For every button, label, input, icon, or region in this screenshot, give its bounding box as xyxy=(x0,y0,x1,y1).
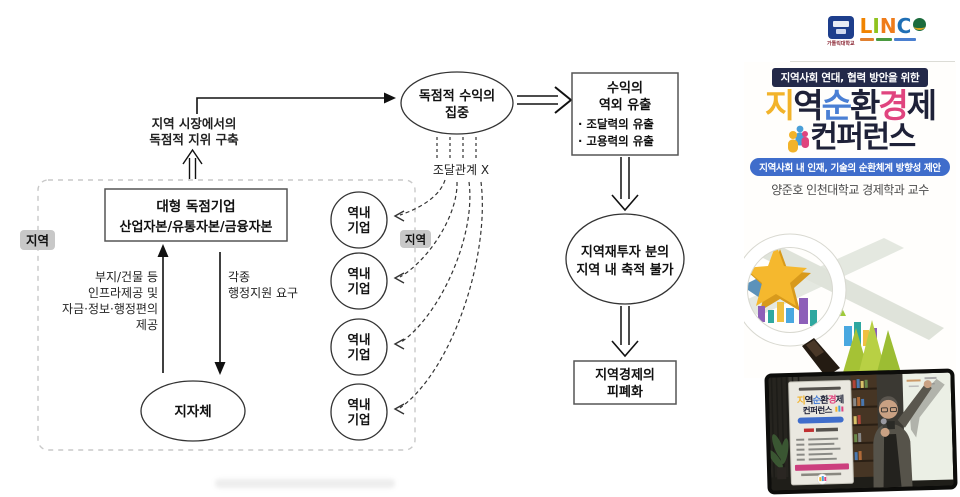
profit-outflow-box: 수익의 역외 유출 · 조달력의 유출 · 고용력의 유출 xyxy=(571,72,679,156)
double-arrow-reinvest-to-decline xyxy=(611,306,639,358)
watermark-smudge xyxy=(215,479,395,488)
raised-arm xyxy=(897,383,932,428)
poster-conference-word: 컨퍼런스 xyxy=(810,119,916,155)
hair xyxy=(878,396,898,407)
infra-provision-label: 부지/건물 등 인프라제공 및 자금·정보·행정편의 제공 xyxy=(62,270,158,332)
university-name: 가톨릭대학교 xyxy=(827,41,855,47)
magnifier-icon xyxy=(744,233,847,377)
svg-text:대형 독점기업: 대형 독점기업 xyxy=(156,198,235,215)
svg-text:집중: 집중 xyxy=(445,106,469,121)
svg-text:자금·정보·행정편의: 자금·정보·행정편의 xyxy=(62,301,158,316)
arrow-market-to-profit xyxy=(196,92,396,114)
svg-text:산업자본/유통자본/금융자본: 산업자본/유통자본/금융자본 xyxy=(119,219,272,235)
svg-text:부지/건물 등: 부지/건물 등 xyxy=(95,270,158,284)
svg-text:지역순환경제: 지역순환경제 xyxy=(797,393,844,406)
books xyxy=(852,379,868,461)
linc-logo: 가톨릭대학교 LINC xyxy=(827,16,957,50)
linc-subtext-bars xyxy=(859,38,927,41)
svg-text:역내: 역내 xyxy=(347,332,370,347)
poster-illustration xyxy=(744,233,944,377)
svg-text:역내: 역내 xyxy=(347,205,370,220)
linc-wordmark: LINC xyxy=(859,14,912,38)
region-badge-left: 지역 xyxy=(20,230,55,250)
presenter xyxy=(873,380,932,488)
reinvest-impossible-ellipse: 지역재투자 분의 지역 내 축적 불가 xyxy=(565,213,685,305)
poster-speaker: 양준호 인천대학교 경제학과 교수 xyxy=(771,182,929,197)
local-firm-circle-1: 역내 기업 xyxy=(330,191,388,249)
banner-schedule-lines xyxy=(796,437,841,461)
banner-emblem xyxy=(816,473,828,485)
local-firm-circle-4: 역내 기업 xyxy=(330,383,388,441)
poster-title: 지역순환경제 xyxy=(764,86,937,125)
double-arrow-outflow-to-reinvest xyxy=(611,157,639,212)
svg-text:· 조달력의 유출: · 조달력의 유출 xyxy=(578,117,654,131)
regional-economy-diagram: 지역 대형 독점기업 산업자본/유통자본/금융자본 지역 시장에서의 독점적 지… xyxy=(20,71,685,451)
svg-text:역외 유출: 역외 유출 xyxy=(599,97,651,113)
mountains-shape xyxy=(842,320,902,376)
svg-text:기업: 기업 xyxy=(347,347,370,362)
procurement-dashed-lines xyxy=(436,137,477,160)
glasses xyxy=(880,407,897,413)
arrow-municipality-up xyxy=(157,244,169,373)
local-firm-circle-2: 역내 기업 xyxy=(330,252,388,310)
profit-concentration-ellipse: 독점적 수익의 집중 xyxy=(400,71,514,135)
head xyxy=(878,399,898,419)
svg-text:역내: 역내 xyxy=(347,266,370,281)
poster-top-banner: 지역사회 연대, 협력 방안을 위한 xyxy=(771,68,929,87)
double-arrow-up xyxy=(182,148,203,179)
star-shape xyxy=(745,244,811,311)
standee-banner: 지역순환경제 컨퍼런스 xyxy=(788,379,854,486)
svg-text:제공: 제공 xyxy=(136,318,158,332)
svg-text:지역 시장에서의: 지역 시장에서의 xyxy=(152,116,237,131)
svg-text:지역: 지역 xyxy=(26,233,49,248)
svg-text:각종: 각종 xyxy=(228,270,250,284)
mic-hand xyxy=(880,427,890,437)
svg-text:지자체: 지자체 xyxy=(174,404,211,420)
globe-icon xyxy=(913,17,927,31)
svg-text:수익의: 수익의 xyxy=(607,80,643,96)
svg-text:피폐화: 피폐화 xyxy=(607,384,643,400)
svg-text:행정지원 요구: 행정지원 요구 xyxy=(228,285,298,300)
double-arrow-profit-to-outflow xyxy=(517,86,573,114)
raised-hand xyxy=(923,380,932,389)
municipality-ellipse: 지자체 xyxy=(140,380,246,442)
monopoly-company-box: 대형 독점기업 산업자본/유통자본/금융자본 xyxy=(104,188,288,242)
svg-text:역내: 역내 xyxy=(347,397,370,412)
turtleneck xyxy=(883,434,902,488)
poster-top-divider xyxy=(790,61,955,62)
svg-text:독점적 지위 구축: 독점적 지위 구축 xyxy=(149,132,239,147)
arm-shadow xyxy=(909,378,945,438)
conference-poster: 지역사회 연대, 협력 방안을 위한 지역순환경제 컨퍼런스 지역사회 내 인재… xyxy=(744,62,956,378)
svg-text:지역 내 축적 불가: 지역 내 축적 불가 xyxy=(576,262,673,278)
market-position-label: 지역 시장에서의 독점적 지위 구축 xyxy=(149,116,239,147)
svg-text:· 고용력의 유출: · 고용력의 유출 xyxy=(578,134,654,148)
svg-text:기업: 기업 xyxy=(347,220,370,235)
university-emblem-icon xyxy=(827,16,854,39)
local-firm-circle-3: 역내 기업 xyxy=(330,318,388,376)
procurement-cut-arrows xyxy=(399,179,483,409)
economy-decline-box: 지역경제의 피폐화 xyxy=(573,360,677,405)
svg-text:지역경제의: 지역경제의 xyxy=(595,367,655,383)
svg-text:지역재투자 분의: 지역재투자 분의 xyxy=(581,244,669,260)
svg-text:독점적 수익의: 독점적 수익의 xyxy=(419,88,495,104)
poster-blue-banner: 지역사회 내 인재, 기술의 순환체계 방향성 제안 xyxy=(750,157,950,176)
bookshelf xyxy=(850,374,880,478)
banner-conference-word: 컨퍼런스 xyxy=(803,405,833,417)
road-shape xyxy=(759,243,944,340)
svg-text:기업: 기업 xyxy=(347,281,370,296)
plant xyxy=(768,434,789,480)
arrow-company-down xyxy=(214,252,226,375)
svg-text:인프라제공 및: 인프라제공 및 xyxy=(88,286,158,300)
region-badge-right: 지역 xyxy=(400,230,431,248)
procurement-x-label: 조달관계 X xyxy=(433,163,489,177)
people-icon xyxy=(788,125,810,153)
procurement-arrowheads xyxy=(393,210,405,415)
presentation-photo: 지역순환경제 컨퍼런스 xyxy=(764,368,958,495)
admin-support-label: 각종 행정지원 요구 xyxy=(228,270,298,300)
svg-text:기업: 기업 xyxy=(347,412,370,427)
svg-text:지역: 지역 xyxy=(405,233,426,247)
